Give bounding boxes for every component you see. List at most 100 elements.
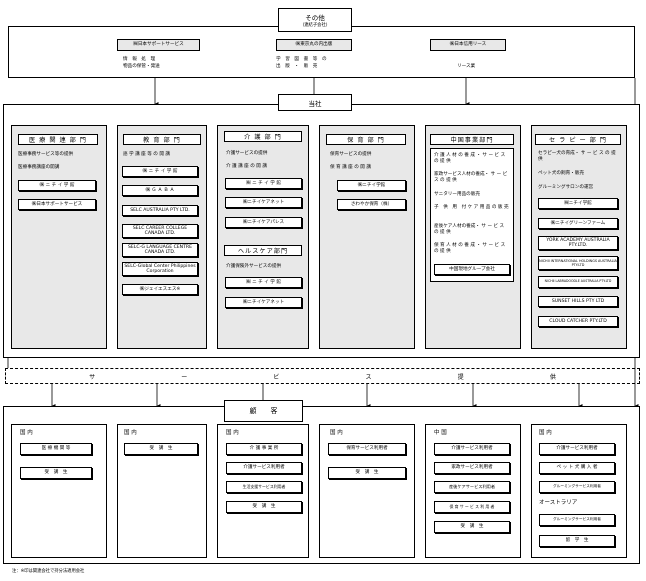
- dept-medical-box-0: ㈱ ニ チ イ 学 館: [18, 180, 96, 191]
- customer-group-4-box-4: 受 講 生: [434, 521, 510, 533]
- dept-china-item-4: 産後ケア人材の養成・ サ ー ビ ス の 提 供: [434, 224, 505, 235]
- footnote: 注：※印は関連会社で持分法適用会社: [12, 569, 85, 574]
- customer-group-4-region: 中 国: [434, 430, 447, 436]
- dept-therapy-item-0: セラピー犬の育成・ サ ー ビ ス の 提 供: [538, 151, 616, 162]
- customer-group-5-box2-0: グルーミングサービス利用者: [539, 514, 615, 526]
- dept-healthcare-title: ヘルスケア部門: [237, 248, 289, 255]
- dept-therapy-item-1: ペット犬の飼育・販売: [538, 171, 584, 176]
- dept-china-item-3: 子 供 用 付 ケ ア 用 品 の 販 売: [434, 205, 509, 210]
- dept-healthcare-title-box: ヘルスケア部門: [224, 245, 302, 256]
- dept-childcare-item-0: 保育サービスの提供: [330, 152, 372, 157]
- customer-group-3-box-1: 受 講 生: [328, 467, 406, 479]
- dept-education-title-box: 教 育 部 門: [123, 134, 201, 145]
- dept-care-box-2: ㈱ニチイケアパレス: [225, 217, 302, 228]
- dept-medical-box-1: ㈱日本サポートサービス: [18, 199, 96, 210]
- other-section-frame: [8, 26, 635, 78]
- customer-group-3-box-0: 保育サービス利用者: [328, 443, 406, 455]
- dept-healthcare-box-0: ㈱ ニ チ イ 学 館: [225, 277, 302, 288]
- customer-group-2-box-2: 生活支援サービス利用者: [226, 481, 302, 493]
- other-company-0-desc1: 情 報 処 理: [123, 57, 156, 62]
- customer-group-3-region: 国 内: [330, 430, 343, 436]
- company-title-box: 当社: [278, 94, 352, 111]
- dept-china-list-box: [430, 148, 514, 282]
- customer-group-5-region: 国 内: [539, 430, 552, 436]
- customer-group-4-box-2: 産後ケアサービス利用者: [434, 481, 510, 493]
- customer-group-2-box-1: 介護サービス利用者: [226, 462, 302, 474]
- dept-care-item-0: 介護サービスの提供: [226, 151, 268, 156]
- dept-education-box-3: SELC CAREER COLLEGE CANADA LTD.: [122, 224, 198, 238]
- dept-china-box-0: 中国現地グループ会社: [434, 264, 510, 275]
- customer-group-0-region: 国 内: [20, 430, 33, 436]
- customer-group-5-box-0: 介護サービス利用者: [539, 443, 615, 455]
- service-char-0: サ: [89, 373, 96, 381]
- dept-therapy-title-box: セ ラ ピ ー 部 門: [535, 134, 621, 145]
- customer-group-2-region: 国 内: [226, 430, 239, 436]
- dept-care-title-box: 介 護 部 門: [224, 131, 302, 142]
- customer-group-4-box-0: 介護サービス利用者: [434, 443, 510, 455]
- other-company-1-name: ㈱東京丸の内出版: [295, 42, 333, 47]
- dept-china-item-1: 家政サービス人材の養成・ サ ー ビ ス の 提 供: [434, 172, 508, 183]
- dept-therapy-item-2: グルーミングサロンの運営: [538, 185, 594, 190]
- other-company-1-desc2: 出 版 ・ 販 売: [276, 64, 318, 69]
- other-company-0: ㈱日本サポートサービス: [117, 39, 200, 51]
- service-char-1: ー: [181, 373, 188, 381]
- dept-education-box-2: SELC AUSTRALIA PTY LTD.: [122, 205, 198, 216]
- other-company-2-name: ㈱日本信用リース: [449, 42, 487, 47]
- customer-group-0-box-1: 受 講 生: [20, 467, 92, 479]
- customer-group-4-box-3: 保 育 サ ー ビ ス 利 用 者: [434, 501, 510, 513]
- dept-therapy-box-1: ㈱ニチイグリーンファーム: [538, 218, 618, 229]
- dept-education-box-4: SELC-G LANGUAGE CENTRE CANADA LTD.: [122, 243, 198, 257]
- other-title-box: その他 (連結子会社): [278, 8, 352, 32]
- dept-care-box-1: ㈱ニチイケアネット: [225, 197, 302, 208]
- dept-therapy-box-3: NICHII INTERNATIONAL HOLDINGS AUSTRALIA …: [538, 256, 618, 270]
- customer-group-4-box-1: 家政サービス利用者: [434, 462, 510, 474]
- customer-group-5-region2: オーストラリア: [539, 500, 578, 506]
- company-title: 当社: [308, 99, 322, 108]
- other-company-0-name: ㈱日本サポートサービス: [133, 42, 184, 47]
- customer-group-2-box-0: 介 護 事 業 所: [226, 443, 302, 455]
- dept-medical-title-box: 医 療 関 連 部 門: [18, 134, 98, 145]
- dept-care-panel: [217, 125, 309, 349]
- customer-group-1-box-0: 受 講 生: [124, 443, 198, 455]
- service-char-2: ビ: [273, 373, 280, 381]
- dept-childcare-title: 保 育 部 門: [347, 137, 385, 144]
- other-company-0-desc2: 物品の保管・発送: [123, 64, 160, 69]
- dept-education-item-0: 語 学 講 座 等 の 開 講: [123, 152, 170, 157]
- dept-china-title-box: 中国事業部門: [430, 134, 514, 145]
- other-company-2-desc1: リース業: [457, 64, 476, 69]
- customer-group-1-region: 国 内: [124, 430, 137, 436]
- dept-china-item-5: 保 育 人 材 の 養 成 ・ サ ー ビ ス の 提 供: [434, 243, 506, 254]
- dept-therapy-title: セ ラ ピ ー 部 門: [549, 137, 607, 144]
- dept-therapy-box-0: ㈱ニチイ学館: [538, 198, 618, 209]
- dept-medical-title: 医 療 関 連 部 門: [29, 137, 87, 144]
- other-company-2: ㈱日本信用リース: [430, 39, 506, 51]
- dept-healthcare-box-1: ㈱ニチイケアネット: [225, 297, 302, 308]
- dept-care-box-0: ㈱ ニ チ イ 学 館: [225, 178, 302, 189]
- dept-china-title: 中国事業部門: [450, 137, 494, 144]
- dept-childcare-box-0: ㈱ニチイ学館: [337, 180, 406, 191]
- service-char-3: ス: [365, 373, 372, 381]
- customers-title-box: 顧 客: [224, 400, 303, 422]
- dept-therapy-box-6: CLOUD CATCHER PTY.LTD: [538, 316, 618, 327]
- dept-childcare-box-1: さわやか保育（株）: [337, 199, 406, 210]
- dept-care-item-1: 介 護 講 座 の 開 講: [226, 164, 267, 169]
- dept-therapy-box-4: NICHII LABRADOODLE AUSTRALIA PTY.LTD: [538, 276, 618, 288]
- dept-therapy-box-2: YORK ACADEMY AUSTRALIA PTY.LTD.: [538, 236, 618, 250]
- customer-group-5-box-1: ペ ッ ト 犬 購 入 者: [539, 462, 615, 474]
- dept-childcare-title-box: 保 育 部 門: [326, 134, 406, 145]
- customer-group-5-box-2: グルーミングサービス利用者: [539, 481, 615, 493]
- customers-title: 顧 客: [249, 407, 278, 415]
- dept-healthcare-item-0: 介護保険外サービスの提供: [226, 264, 282, 269]
- dept-china-item-2: サニタリー用品の販売: [434, 192, 480, 197]
- other-title: その他: [305, 14, 325, 22]
- service-char-4: 提: [457, 373, 464, 381]
- dept-therapy-box-5: SUNSET HILLS PTY LTD: [538, 296, 618, 307]
- dept-education-box-5: SELC-Global Center Philippines Corporati…: [122, 262, 198, 276]
- customer-group-5-box2-1: 留 学 生: [539, 535, 615, 547]
- customer-group-2-box-3: 受 講 生: [226, 501, 302, 513]
- other-subtitle: (連結子会社): [302, 23, 328, 28]
- dept-education-title: 教 育 部 門: [143, 137, 181, 144]
- other-company-1: ㈱東京丸の内出版: [276, 39, 352, 51]
- dept-education-box-0: ㈱ ニ チ イ 学 館: [122, 166, 198, 177]
- dept-medical-panel: [11, 125, 107, 349]
